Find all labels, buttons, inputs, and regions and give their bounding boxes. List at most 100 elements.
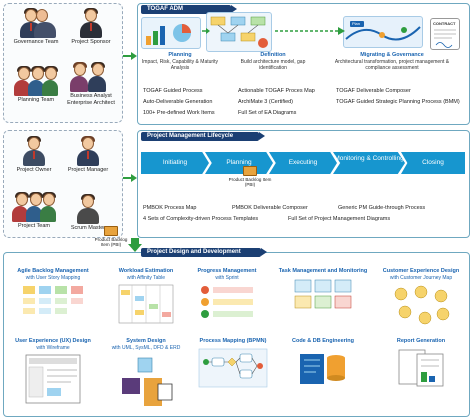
design-item-title: Process Mapping (BPMN) bbox=[199, 338, 267, 344]
pm-feature: PMBOK Deliverable Composer bbox=[232, 205, 308, 211]
scrum-master-avatar bbox=[73, 194, 103, 224]
design-item-title: User Experience (UX) Design bbox=[15, 338, 91, 344]
project-sponsor-label: Project Sponsor bbox=[71, 39, 111, 45]
design-item-sub: with Sprint bbox=[215, 274, 239, 281]
pm-feature: Full Set of Project Management Diagrams bbox=[288, 216, 391, 222]
project-connector bbox=[123, 174, 137, 182]
design-workload-estimation[interactable]: Workload Estimation with Affinity Table bbox=[99, 268, 193, 329]
design-item-sub: with Affinity Table bbox=[126, 274, 166, 281]
design-connector bbox=[128, 238, 142, 252]
togaf-feature: Auto-Deliverable Generation bbox=[143, 99, 213, 105]
togaf-feature: TOGAF Guided Process bbox=[143, 88, 203, 94]
governance-connector bbox=[123, 52, 137, 60]
project-manager: Project Manager bbox=[57, 136, 119, 174]
design-item-sub: with User Story Mapping bbox=[25, 274, 81, 281]
project-manager-avatar bbox=[73, 136, 103, 166]
stage-closing[interactable]: Closing bbox=[401, 152, 465, 174]
design-item-title: Customer Experience Design bbox=[382, 268, 460, 274]
stage-monitoring[interactable]: Monitoring & Controlling bbox=[333, 152, 405, 174]
project-manager-label: Project Manager bbox=[67, 167, 109, 173]
design-item-sub: with Wireframe bbox=[36, 344, 70, 351]
pm-feature: 4 Sets of Complexity-driven Process Temp… bbox=[143, 216, 259, 222]
backlog-item-label: Product Backlog Item (PBI) bbox=[228, 177, 272, 187]
business-analyst-avatar bbox=[69, 62, 113, 92]
design-process-mapping[interactable]: Process Mapping (BPMN) bbox=[186, 338, 280, 393]
roadmap-icon bbox=[345, 21, 421, 41]
backlog-item-left: Product Backlog Item (PBI) bbox=[90, 226, 132, 247]
project-sponsor: Project Sponsor bbox=[60, 8, 122, 46]
task-board-icon bbox=[294, 279, 352, 308]
design-item-title: Progress Management bbox=[197, 268, 257, 274]
stage-label: Executing bbox=[288, 159, 318, 166]
togaf-step-title: Definition bbox=[260, 52, 286, 58]
togaf-step-migrating: Migrating & Governance Architectural tra… bbox=[322, 52, 462, 71]
report-icon bbox=[398, 349, 444, 386]
design-item-title: Code & DB Engineering bbox=[291, 338, 355, 344]
uml-icon bbox=[122, 357, 173, 406]
architecture-model-icon bbox=[210, 16, 268, 48]
contract-document: CONTRACT bbox=[430, 18, 460, 50]
design-task-management[interactable]: Task Management and Monitoring bbox=[276, 268, 370, 323]
business-analyst: Business Analyst Enterprise Architect bbox=[58, 62, 124, 106]
togaf-step-desc: Impact, Risk, Capability & Maturity Anal… bbox=[141, 59, 219, 71]
wireframe-icon bbox=[25, 354, 81, 403]
planning-team-avatar bbox=[14, 66, 58, 96]
togaf-feature: 100+ Pre-defined Work Items bbox=[143, 110, 215, 116]
planning-chart-icon bbox=[146, 24, 191, 45]
pm-feature: Generic PM Guide-through Process bbox=[338, 205, 426, 211]
contract-lines-icon bbox=[434, 29, 456, 48]
design-item-title: Report Generation bbox=[396, 338, 446, 344]
project-team-label: Project Team bbox=[18, 223, 50, 229]
stage-label: Planning bbox=[226, 159, 252, 166]
governance-team-avatar bbox=[16, 8, 56, 38]
stage-initiating[interactable]: Initiating bbox=[141, 152, 209, 174]
togaf-header-label: TOGAF ADM bbox=[147, 6, 183, 12]
affinity-table-icon bbox=[118, 284, 174, 323]
planning-diagram bbox=[141, 17, 201, 49]
design-item-title: System Design bbox=[126, 338, 166, 344]
togaf-feature: ArchiMate 3 (Certified) bbox=[238, 99, 294, 105]
planning-team-label: Planning Team bbox=[17, 97, 55, 103]
project-team: Project Team bbox=[3, 192, 65, 230]
design-item-title: Workload Estimation bbox=[118, 268, 174, 274]
backlog-book-icon bbox=[243, 166, 257, 176]
design-item-sub: with UML, SysML, DFD & ERD bbox=[111, 344, 181, 351]
design-agile-backlog[interactable]: Agile Backlog Management with User Story… bbox=[6, 268, 100, 323]
backlog-item-planning: Product Backlog Item (PBI) bbox=[228, 166, 272, 187]
project-owner-label: Project Owner bbox=[16, 167, 52, 173]
governance-team: Governance Team bbox=[5, 8, 67, 46]
design-header-label: Project Design and Development bbox=[147, 249, 241, 255]
pm-header: Project Management Lifecycle bbox=[141, 132, 265, 141]
togaf-step-desc: Architectural transformation, project ma… bbox=[334, 59, 450, 71]
stage-label: Monitoring & Controlling bbox=[334, 155, 404, 162]
migrating-diagram: Plan bbox=[343, 16, 423, 48]
governance-team-label: Governance Team bbox=[13, 39, 59, 45]
togaf-flow-arrows bbox=[202, 27, 345, 35]
pm-frame bbox=[137, 130, 470, 238]
togaf-step-planning: Planning Impact, Risk, Capability & Matu… bbox=[140, 52, 220, 71]
design-item-sub: with Customer Journey Map bbox=[389, 274, 453, 281]
togaf-step-desc: Build architecture model, gap identifica… bbox=[240, 59, 306, 71]
scrum-master: Scrum Master bbox=[57, 194, 119, 232]
project-people-panel bbox=[3, 130, 123, 238]
project-sponsor-avatar bbox=[76, 8, 106, 38]
stage-executing[interactable]: Executing bbox=[269, 152, 337, 174]
design-customer-experience[interactable]: Customer Experience Design with Customer… bbox=[374, 268, 468, 333]
togaf-feature: TOGAF Guided Strategic Planning Process … bbox=[336, 99, 460, 105]
journey-map-icon bbox=[394, 285, 450, 324]
contract-label: CONTRACT bbox=[433, 21, 456, 26]
design-report-generation[interactable]: Report Generation bbox=[374, 338, 468, 393]
design-progress-management[interactable]: Progress Management with Sprint bbox=[180, 268, 274, 327]
design-frame bbox=[3, 252, 470, 417]
design-code-db[interactable]: Code & DB Engineering bbox=[276, 338, 370, 393]
definition-diagram bbox=[206, 12, 272, 52]
design-system-design[interactable]: System Design with UML, SysML, DFD & ERD bbox=[99, 338, 193, 413]
sprint-board-icon bbox=[201, 285, 253, 318]
design-header: Project Design and Development bbox=[141, 248, 267, 257]
design-item-title: Agile Backlog Management bbox=[17, 268, 89, 274]
scrum-master-label: Scrum Master bbox=[70, 225, 106, 231]
pm-header-label: Project Management Lifecycle bbox=[147, 133, 234, 139]
design-ux-wireframe[interactable]: User Experience (UX) Design with Wirefra… bbox=[6, 338, 100, 409]
stage-label: Initiating bbox=[162, 159, 188, 166]
togaf-step-definition: Definition Build architecture model, gap… bbox=[228, 52, 318, 71]
